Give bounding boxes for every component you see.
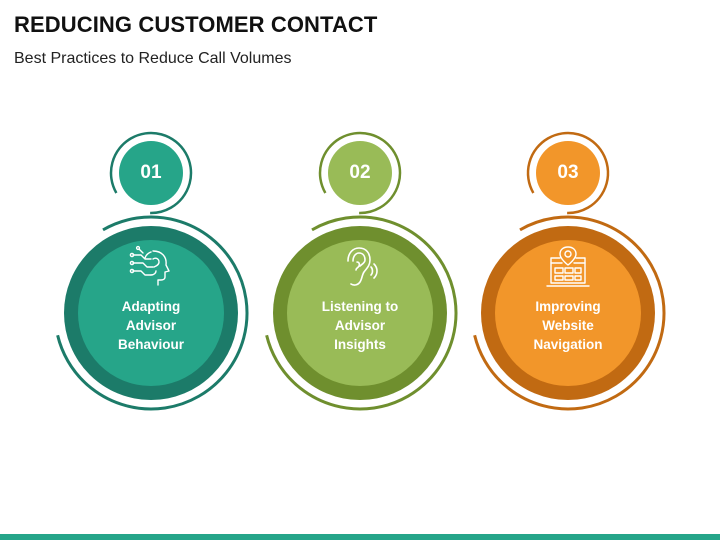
brain-circuit-head-icon [129,245,173,289]
step-01-large-ring [53,215,249,411]
step-02-large-inner [287,240,433,386]
step-01-large-inner [78,240,224,386]
step-01-number: 01 [140,162,162,183]
step-03-label: Improving Website Navigation [533,299,603,352]
step-02-small-circle [328,141,392,205]
page-title: REDUCING CUSTOMER CONTACT [14,12,378,37]
step-01-label: Adapting Advisor Behaviour [117,299,185,352]
step-02 [262,131,458,411]
step-03-small-circle [536,141,600,205]
footer-bar [0,534,720,540]
location-website-icon [546,245,590,289]
step-03-large-inner [495,240,641,386]
step-02-label: Listening to Advisor Insights [321,299,399,352]
step-01 [53,131,249,411]
ear-sound-icon [338,245,382,289]
page-subtitle: Best Practices to Reduce Call Volumes [14,50,292,67]
step-02-small-ring [318,131,402,215]
step-02-number: 02 [349,162,371,183]
step-03-number: 03 [557,162,579,183]
step-03 [470,131,666,411]
step-02-large-ring [262,215,458,411]
step-01-small-ring [109,131,193,215]
step-03-large-ring [470,215,666,411]
step-01-small-circle [119,141,183,205]
